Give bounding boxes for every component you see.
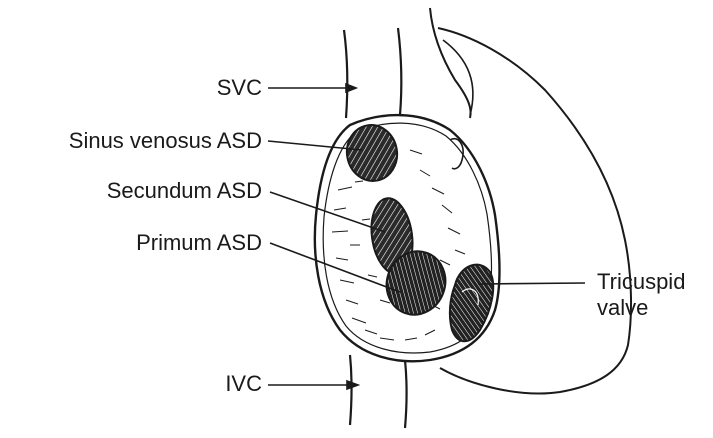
- sinus-venosus-defect: [343, 121, 402, 185]
- tricuspid-valve: [450, 265, 493, 342]
- svc-vessel-right: [398, 28, 401, 115]
- tricuspid-valve-label: Tricuspid valve: [597, 269, 685, 321]
- secundum-asd-label: Secundum ASD: [107, 178, 262, 204]
- svc-arrowhead: [346, 84, 356, 92]
- svc-label: SVC: [217, 75, 262, 101]
- ivc-label: IVC: [225, 371, 262, 397]
- sinus-venosus-asd-label: Sinus venosus ASD: [69, 128, 262, 154]
- ivc-arrowhead: [347, 381, 358, 389]
- primum-asd-label: Primum ASD: [136, 230, 262, 256]
- svc-vessel-left: [344, 30, 347, 118]
- tricuspid-leader: [478, 283, 585, 284]
- secundum-leader: [270, 192, 385, 232]
- tricuspid-label-line1: Tricuspid: [597, 269, 685, 295]
- ivc-vessel-left: [350, 355, 352, 425]
- tricuspid-label-line2: valve: [597, 295, 685, 321]
- ivc-vessel-right: [405, 360, 407, 428]
